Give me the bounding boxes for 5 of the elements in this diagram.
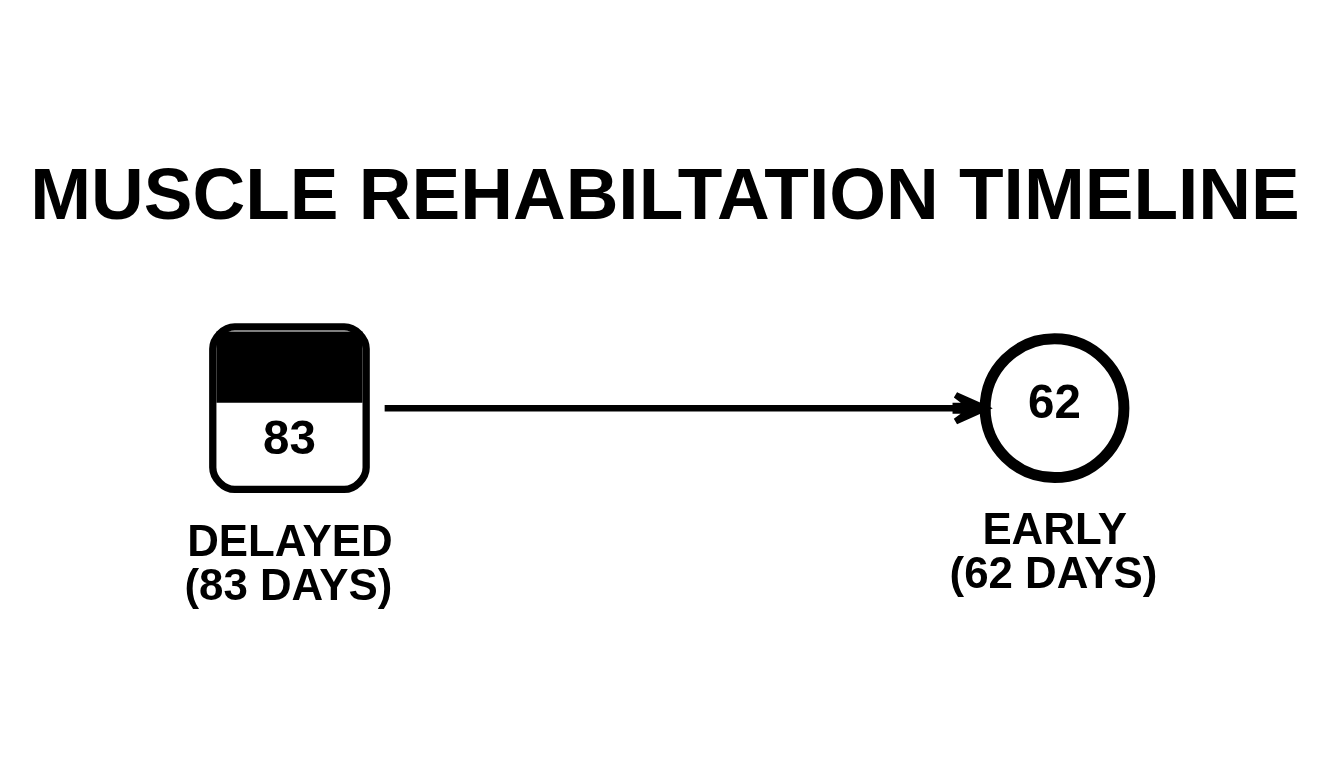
node-circle: 62: [979, 333, 1130, 484]
diagram-title: MUSCLE REHABILTATION TIMELINE: [30, 153, 1300, 235]
node-box: 83: [209, 323, 370, 494]
node-label: DELAYED (83 DAYS): [184, 516, 393, 610]
node-label: EARLY (62 DAYS): [949, 503, 1158, 597]
